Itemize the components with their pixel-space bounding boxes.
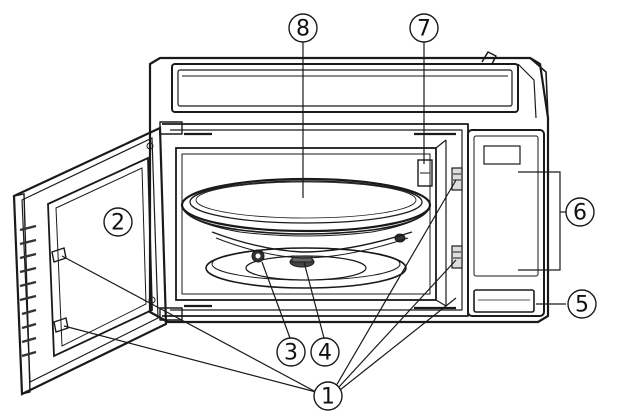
leader-4 xyxy=(303,261,325,339)
callout-4-number: 4 xyxy=(318,341,332,366)
leader-6-bracket xyxy=(518,171,561,271)
callout-8: 8 xyxy=(288,13,318,43)
leader-1d xyxy=(337,259,457,389)
callout-2: 2 xyxy=(103,207,133,237)
callout-5-number: 5 xyxy=(575,293,589,318)
leader-1a xyxy=(61,255,317,393)
leader-1b xyxy=(63,325,317,393)
callout-6-number: 6 xyxy=(573,201,587,226)
callout-1: 1 xyxy=(313,381,343,411)
leader-3 xyxy=(261,261,291,339)
turntable-assembly xyxy=(180,177,432,289)
callout-4: 4 xyxy=(310,337,340,367)
callout-5: 5 xyxy=(567,289,597,319)
callout-2-number: 2 xyxy=(111,211,125,236)
oven-body xyxy=(148,51,550,324)
control-panel xyxy=(451,129,545,317)
oven-door xyxy=(12,126,168,396)
callout-1-number: 1 xyxy=(321,385,335,410)
leader-1c xyxy=(335,179,457,387)
callout-7-number: 7 xyxy=(417,17,431,42)
leader-1e xyxy=(339,297,457,391)
callout-6: 6 xyxy=(565,197,595,227)
leader-lines xyxy=(61,42,566,393)
callout-7: 7 xyxy=(409,13,439,43)
callout-3: 3 xyxy=(276,337,306,367)
oven-cavity xyxy=(175,132,456,310)
callout-3-number: 3 xyxy=(284,341,298,366)
callout-8-number: 8 xyxy=(296,17,310,42)
